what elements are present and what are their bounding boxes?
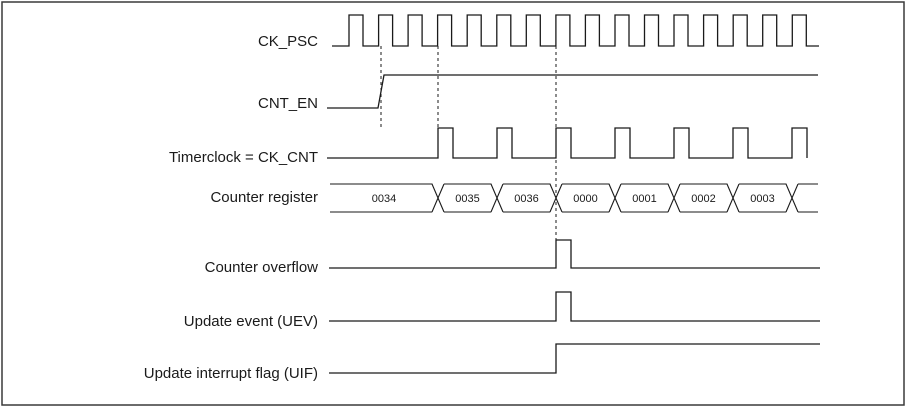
label-update-interrupt-flag: Update interrupt flag (UIF) bbox=[144, 365, 318, 382]
label-counter-register: Counter register bbox=[210, 189, 318, 206]
waveform-cnt-en bbox=[327, 74, 818, 109]
counter-value: 0036 bbox=[514, 193, 538, 205]
counter-value: 0003 bbox=[750, 193, 774, 205]
counter-value: 0034 bbox=[372, 193, 396, 205]
label-cnt-en: CNT_EN bbox=[258, 95, 318, 112]
counter-value: 0001 bbox=[632, 193, 656, 205]
waveform-update-interrupt-flag bbox=[329, 343, 820, 374]
counter-value: 0000 bbox=[573, 193, 597, 205]
waveform-counter-overflow bbox=[329, 239, 820, 269]
waveform-ck-psc bbox=[332, 14, 819, 47]
label-counter-overflow: Counter overflow bbox=[205, 259, 319, 276]
waveform-timerclock bbox=[327, 127, 808, 159]
waveform-update-event bbox=[329, 291, 820, 322]
counter-value: 0002 bbox=[691, 193, 715, 205]
counter-register-bus: 0034 0035 0036 0000 0001 0002 0003 bbox=[330, 183, 818, 213]
label-update-event: Update event (UEV) bbox=[184, 313, 318, 330]
bus-outline bbox=[330, 183, 818, 213]
label-timerclock: Timerclock = CK_CNT bbox=[169, 149, 318, 166]
counter-value: 0035 bbox=[455, 193, 479, 205]
label-ck-psc: CK_PSC bbox=[258, 33, 318, 50]
